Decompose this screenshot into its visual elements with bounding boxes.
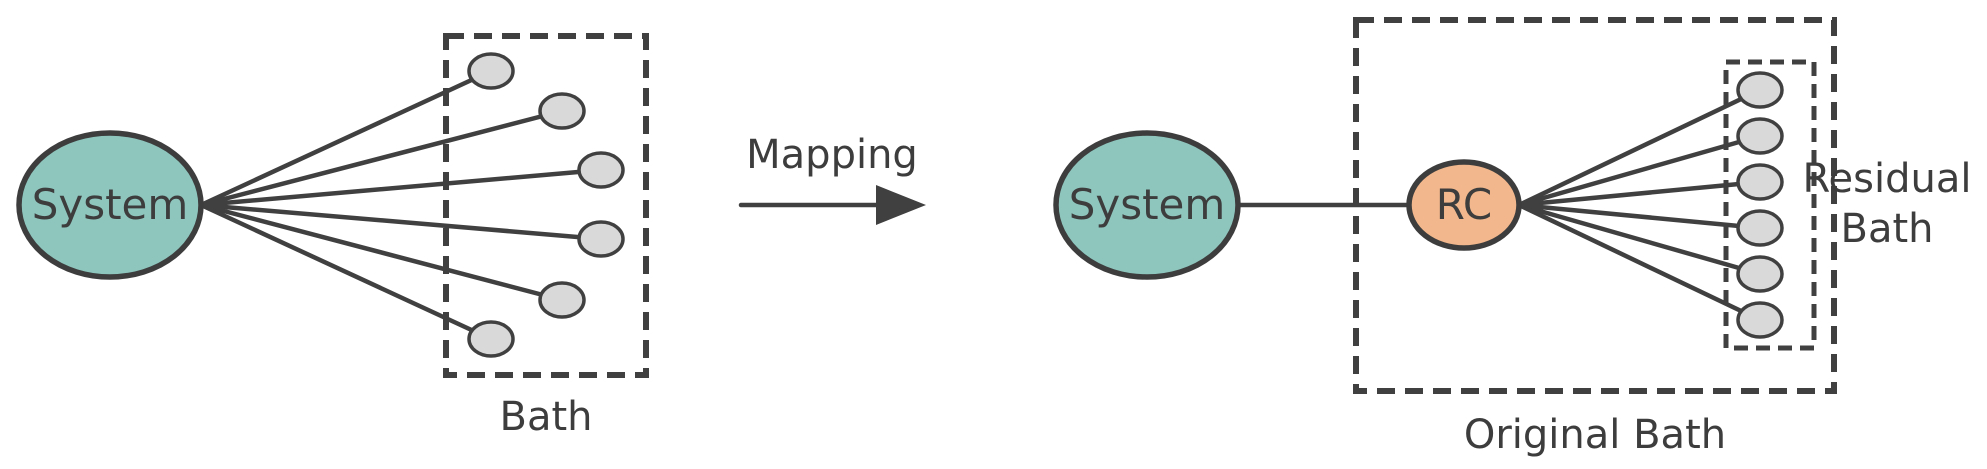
residual-bath-mode-node (1736, 301, 1784, 339)
left-bath-coupling-line (198, 202, 604, 242)
residual-bath-mode-node (1736, 209, 1784, 247)
left-bath-mode-node (577, 151, 625, 189)
left-system-label: System (32, 180, 189, 229)
left-bath-modes (467, 52, 625, 358)
residual-bath-mode-node (1736, 163, 1784, 201)
residual-bath-coupling-line (1516, 202, 1763, 231)
bath-box (443, 33, 649, 378)
residual-bath-coupling-line (1516, 133, 1763, 208)
residual-bath-mode-node (1736, 71, 1784, 109)
left-bath-coupling-line (198, 68, 494, 208)
original-bath-label: Original Bath (1464, 412, 1726, 458)
rc-node (1406, 159, 1522, 251)
residual-bath-coupling-line (1516, 202, 1763, 277)
residual-bath-label-line2: Bath (1841, 206, 1934, 252)
left-bath-coupling-line (198, 108, 565, 208)
residual-bath-modes (1736, 71, 1784, 339)
left-bath-mode-node (538, 281, 586, 319)
mapping-label: Mapping (746, 132, 918, 178)
residual-bath-mode-node (1736, 255, 1784, 293)
residual-bath-label-line1: Residual (1803, 156, 1972, 202)
left-bath-mode-node (467, 52, 515, 90)
left-system-node (16, 130, 204, 280)
left-bath-coupling-line (198, 202, 494, 342)
left-bath-coupling-line (198, 167, 604, 208)
right-arrow-icon (876, 185, 926, 225)
left-bath-mode-node (577, 220, 625, 258)
right-system-label: System (1069, 180, 1226, 229)
residual-bath-coupling-line (1516, 87, 1763, 208)
bath-label: Bath (500, 394, 593, 440)
residual-bath-mode-node (1736, 117, 1784, 155)
residual-bath-coupling-line (1516, 202, 1763, 323)
right-system-node (1053, 130, 1241, 280)
left-panel: System Bath (16, 33, 649, 440)
rc-label: RC (1436, 180, 1492, 229)
left-bath-mode-node (538, 92, 586, 130)
left-bath-mode-node (467, 320, 515, 358)
right-panel: System RC Residual Bath Original Bath (1053, 17, 1972, 458)
right-couplings (1516, 87, 1763, 323)
residual-bath-coupling-line (1516, 179, 1763, 208)
left-bath-coupling-line (198, 202, 565, 303)
residual-bath-box (1723, 59, 1817, 351)
left-couplings (198, 68, 604, 342)
mapping-arrow: Mapping (738, 132, 926, 225)
